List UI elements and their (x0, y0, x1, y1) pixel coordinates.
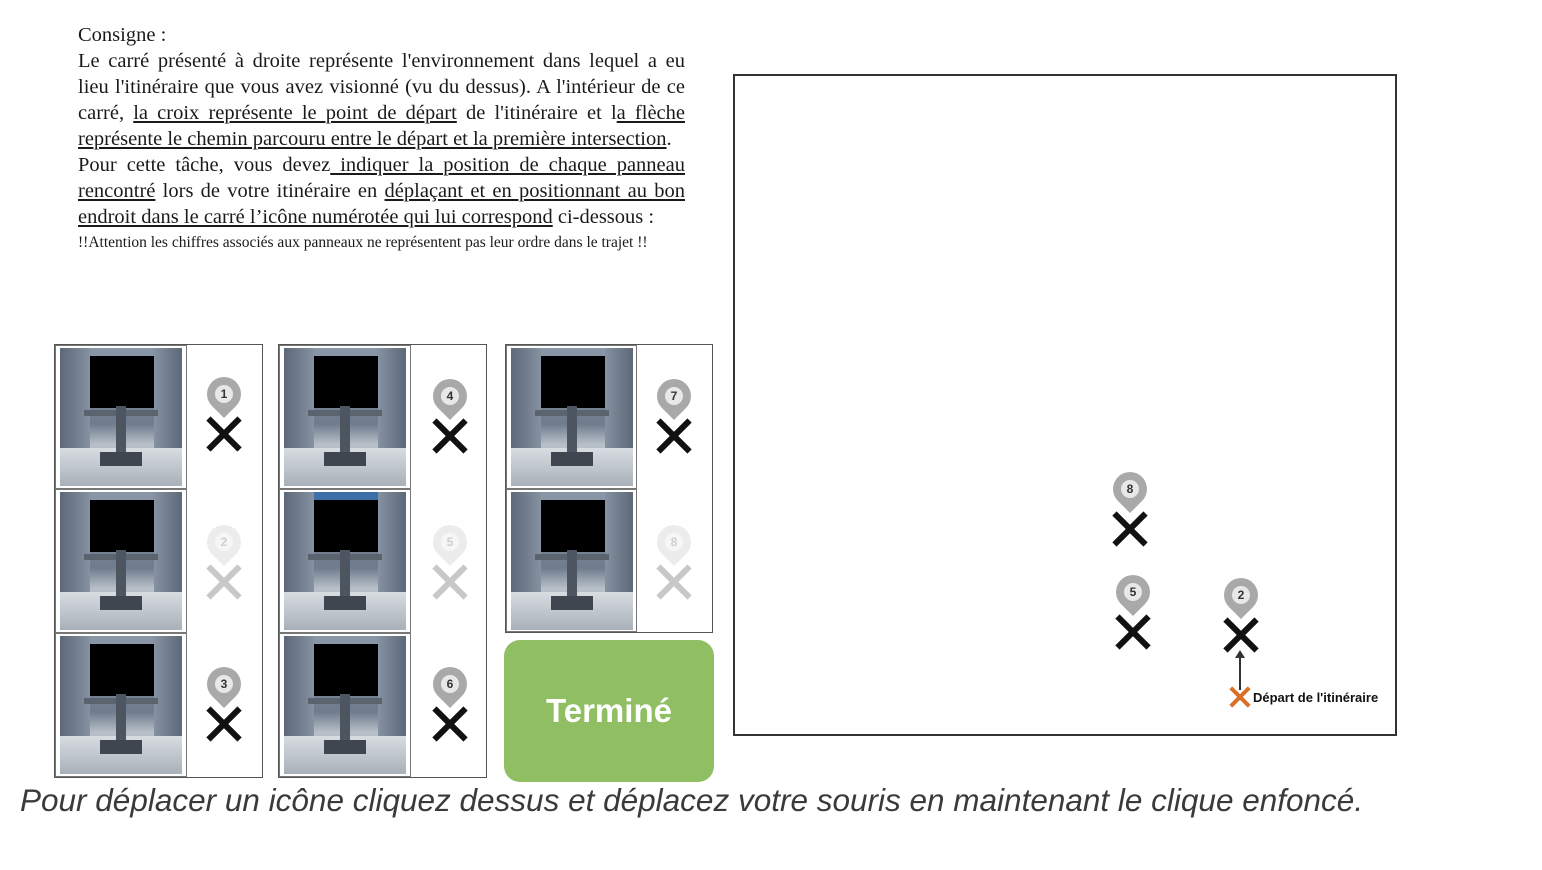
panel-photo-2 (55, 489, 187, 633)
panel-column-1: 1 2 3 (54, 344, 263, 778)
panel-photo-5 (279, 489, 411, 633)
start-cross-icon (1229, 686, 1251, 708)
x-mark-icon (205, 563, 243, 601)
panel-marker-5: 5 (411, 489, 485, 631)
map-area[interactable]: 8 5 2 Départ de l'itinéraire (733, 74, 1397, 736)
x-mark-icon (431, 563, 469, 601)
x-mark-icon (1111, 510, 1149, 548)
panel-marker-1[interactable]: 1 (187, 345, 261, 487)
done-button[interactable]: Terminé (504, 640, 714, 782)
start-label: Départ de l'itinéraire (1253, 690, 1379, 705)
panel-photo-6 (279, 633, 411, 777)
panel-column-3: 7 8 (505, 344, 713, 633)
panel-photo-8 (506, 489, 637, 632)
x-mark-icon (205, 705, 243, 743)
panel-photo-7 (506, 345, 637, 489)
instructions: Consigne : Le carré présenté à droite re… (78, 22, 685, 255)
instructions-paragraph-1: Le carré présenté à droite représente l'… (78, 50, 685, 150)
panel-marker-8: 8 (637, 489, 711, 630)
x-mark-icon (1222, 616, 1260, 654)
panel-column-2: 4 5 6 (278, 344, 487, 778)
x-mark-icon (1114, 613, 1152, 651)
x-mark-icon (655, 563, 693, 601)
instructions-paragraph-2: Pour cette tâche, vous devez indiquer la… (78, 154, 685, 228)
x-mark-icon (655, 417, 693, 455)
x-mark-icon (205, 415, 243, 453)
panel-marker-3[interactable]: 3 (187, 633, 261, 775)
arrow-up-icon (1235, 650, 1245, 658)
warning-text: !!Attention les chiffres associés aux pa… (78, 234, 648, 251)
panel-photo-4 (279, 345, 411, 489)
x-mark-icon (431, 417, 469, 455)
panel-marker-7[interactable]: 7 (637, 345, 711, 487)
panel-photo-1 (55, 345, 187, 489)
path-arrow (1239, 656, 1241, 690)
x-mark-icon (431, 705, 469, 743)
panel-marker-4[interactable]: 4 (411, 345, 485, 487)
panel-marker-6[interactable]: 6 (411, 633, 485, 775)
drag-hint: Pour déplacer un icône cliquez dessus et… (20, 782, 1364, 818)
panel-marker-2: 2 (187, 489, 261, 631)
panel-photo-3 (55, 633, 187, 777)
instructions-title: Consigne : (78, 24, 167, 46)
